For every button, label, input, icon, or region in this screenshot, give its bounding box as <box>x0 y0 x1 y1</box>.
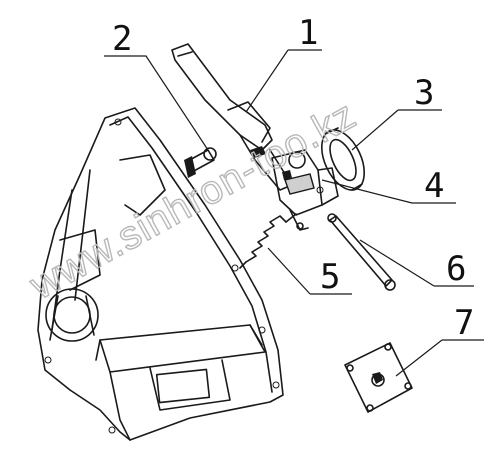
leader-lines <box>104 49 484 377</box>
part-5-spring <box>239 213 304 269</box>
callout-5: 5 <box>320 257 340 297</box>
callout-6: 6 <box>446 249 466 289</box>
callout-labels: 1 2 3 4 5 6 7 <box>112 13 474 343</box>
part-6-rod <box>327 213 396 291</box>
callout-4: 4 <box>424 166 444 206</box>
part-7-cover-plate <box>344 342 413 413</box>
callout-3: 3 <box>414 73 434 113</box>
part-2-bolt <box>184 147 217 178</box>
part-4-shaft <box>271 149 339 231</box>
part-3-ring <box>321 127 365 191</box>
callout-2: 2 <box>112 19 132 59</box>
callout-7: 7 <box>454 303 474 343</box>
housing-casing <box>37 107 284 441</box>
watermark-text: www.sinhron-too.kz <box>22 93 363 309</box>
callout-1: 1 <box>298 13 318 53</box>
